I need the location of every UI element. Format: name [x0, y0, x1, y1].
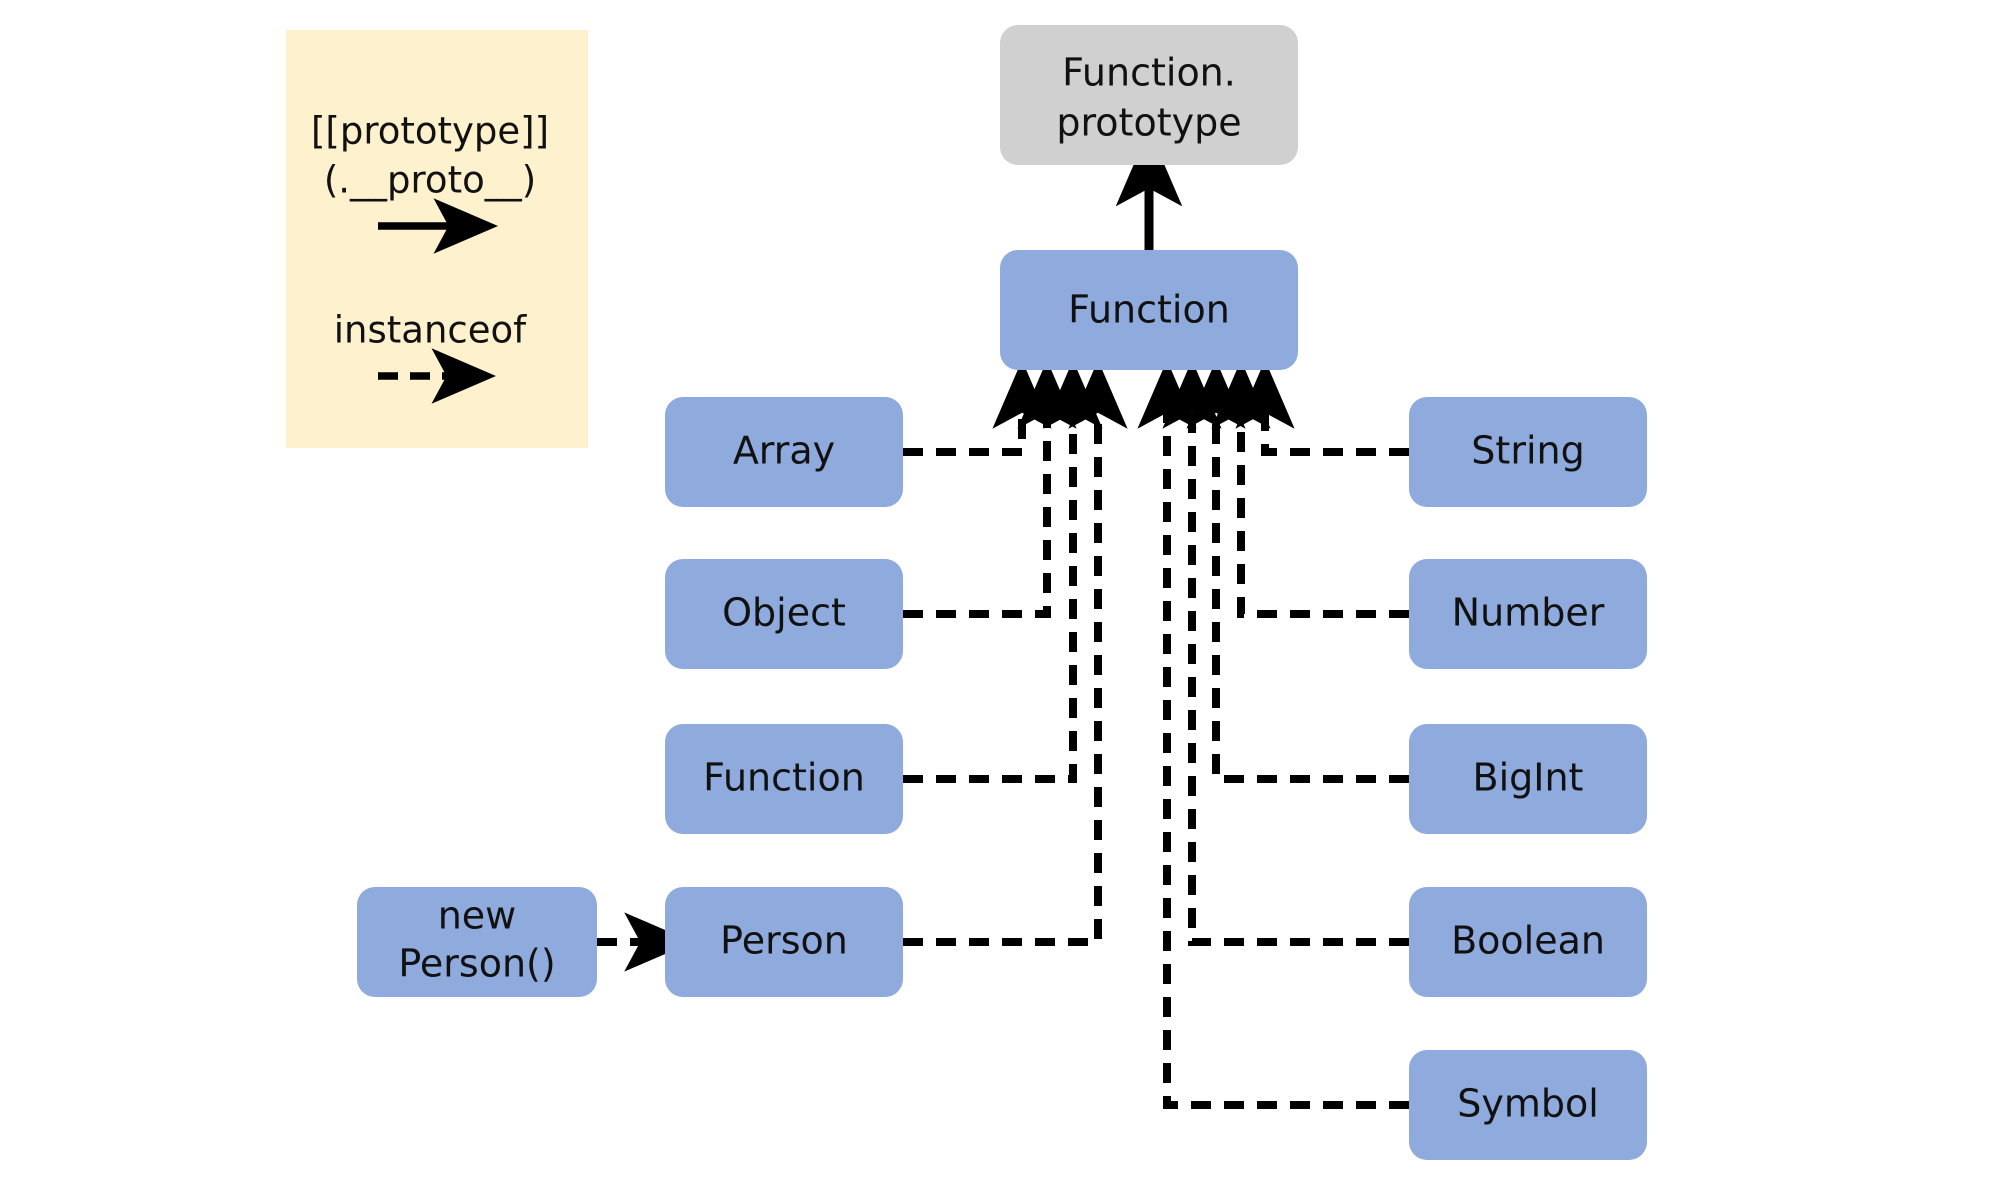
- node-function-top-label: Function: [1068, 288, 1230, 332]
- node-bigint-box[interactable]: [1409, 724, 1647, 834]
- edge-number-to-function: [1211, 359, 1409, 618]
- node-new-person-label-line2: Person(): [398, 942, 555, 986]
- node-function-left[interactable]: Function: [665, 724, 903, 834]
- node-string-box[interactable]: [1409, 397, 1647, 507]
- legend-prototype-line2: (.__proto__): [324, 159, 536, 202]
- node-array-label: Array: [733, 429, 835, 473]
- node-object-label: Object: [722, 591, 846, 635]
- node-boolean[interactable]: Boolean: [1409, 887, 1647, 997]
- node-array-box[interactable]: [665, 397, 903, 507]
- node-person-box[interactable]: [665, 887, 903, 997]
- node-bigint[interactable]: BigInt: [1409, 724, 1647, 834]
- node-function-prototype-label-line1: Function.: [1062, 51, 1236, 95]
- node-boolean-box[interactable]: [1409, 887, 1647, 997]
- node-bigint-label: BigInt: [1473, 756, 1584, 800]
- node-function-prototype-label-line2: prototype: [1056, 101, 1241, 145]
- node-symbol-label: Symbol: [1457, 1082, 1599, 1126]
- node-person-label: Person: [720, 919, 848, 963]
- node-number-box[interactable]: [1409, 559, 1647, 669]
- node-string[interactable]: String: [1409, 397, 1647, 507]
- legend-prototype-line1: [[prototype]]: [311, 110, 549, 153]
- legend-instanceof-label: instanceof: [334, 309, 527, 352]
- node-symbol[interactable]: Symbol: [1409, 1050, 1647, 1160]
- legend-background: [286, 30, 588, 448]
- node-array[interactable]: Array: [665, 397, 903, 507]
- edge-object-to-function: [903, 359, 1077, 618]
- node-object-box[interactable]: [665, 559, 903, 669]
- edge-symbol-to-function: [1137, 359, 1409, 1109]
- node-object[interactable]: Object: [665, 559, 903, 669]
- node-new-person-instance[interactable]: new Person(): [357, 887, 597, 997]
- node-function-left-box[interactable]: [665, 724, 903, 834]
- node-function-left-label: Function: [703, 756, 865, 800]
- node-number-label: Number: [1452, 591, 1605, 635]
- legend-panel: [[prototype]] (.__proto__) instanceof: [286, 30, 588, 448]
- edge-boolean-to-function: [1162, 359, 1409, 946]
- node-symbol-box[interactable]: [1409, 1050, 1647, 1160]
- node-new-person-box[interactable]: [357, 887, 597, 997]
- edge-array-to-function: [903, 359, 1052, 456]
- node-number[interactable]: Number: [1409, 559, 1647, 669]
- node-function-prototype[interactable]: Function. prototype: [1000, 25, 1298, 165]
- node-boolean-label: Boolean: [1451, 919, 1605, 963]
- node-person[interactable]: Person: [665, 887, 903, 997]
- edge-function-box-to-function: [903, 359, 1103, 783]
- node-function-prototype-box[interactable]: [1000, 25, 1298, 165]
- node-function-top[interactable]: Function: [1000, 250, 1298, 370]
- edge-string-to-function: [1235, 359, 1409, 456]
- node-function-top-box[interactable]: [1000, 250, 1298, 370]
- edge-person-to-function: [903, 359, 1128, 946]
- node-new-person-label-line1: new: [438, 894, 517, 938]
- node-string-label: String: [1471, 429, 1584, 473]
